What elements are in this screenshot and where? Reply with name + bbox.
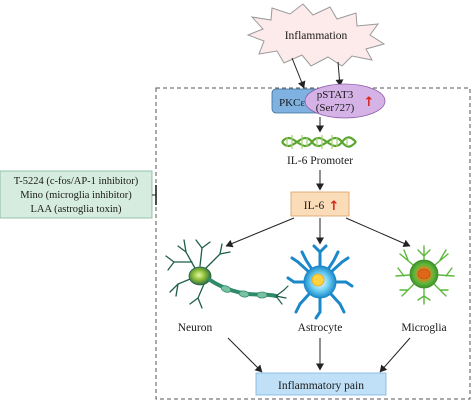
pstat3-label-line2: (Ser727)	[316, 102, 355, 114]
astrocyte-icon	[286, 244, 354, 320]
inflammation-node: Inflammation	[246, 3, 386, 67]
il6-promoter-label: IL-6 Promoter	[287, 155, 353, 167]
astrocyte-nucleus	[311, 273, 325, 287]
pstat3-up-arrow-icon: ↑	[364, 95, 375, 110]
arrow-inflammation-pstat3	[335, 61, 344, 87]
inflammatory-pain-node: Inflammatory pain	[255, 372, 387, 396]
inhibitor-box-bg	[0, 170, 153, 219]
dashed-boundary	[155, 87, 471, 400]
starburst-shape	[246, 3, 386, 67]
inhibitor-box: T-5224 (c-fos/AP-1 inhibitor) Mino (micr…	[0, 170, 153, 219]
pkc-label: PKCε	[279, 97, 305, 109]
il6-box	[290, 191, 350, 217]
neuron-label: Neuron	[178, 322, 213, 334]
arrow-il6-microglia	[345, 217, 411, 248]
microglia-nucleus	[417, 268, 431, 280]
inflammatory-pain-box	[255, 372, 387, 396]
dna-helix-icon	[281, 135, 357, 149]
inflammatory-pain-label: Inflammatory pain	[278, 380, 364, 392]
inhibitor-t5224: T-5224 (c-fos/AP-1 inhibitor)	[14, 176, 139, 187]
astrocyte-label: Astrocyte	[298, 322, 343, 334]
inhibitor-laa: LAA (astroglia toxin)	[31, 204, 122, 215]
neuron-icon	[165, 239, 289, 309]
pstat3-node: pSTAT3 (Ser727) ↑	[304, 83, 386, 119]
pstat3-ellipse	[304, 83, 386, 119]
arrow-il6-neuron	[225, 217, 295, 248]
microglia-icon	[395, 245, 455, 305]
il6-node: IL-6 ↑	[290, 191, 350, 217]
inflammation-label: Inflammation	[285, 30, 348, 42]
neuron-soma	[188, 266, 212, 286]
inhibitor-mino: Mino (microglia inhibitor)	[20, 190, 132, 201]
il6-label: IL-6	[304, 200, 325, 212]
microglia-label: Microglia	[401, 322, 446, 334]
arrow-neuron-pain	[227, 337, 263, 373]
arrow-inflammation-pkc	[291, 57, 306, 89]
il6-up-arrow-icon: ↑	[329, 199, 340, 214]
pstat3-label-line1: pSTAT3	[317, 89, 354, 101]
arrow-microglia-pain	[379, 337, 411, 373]
